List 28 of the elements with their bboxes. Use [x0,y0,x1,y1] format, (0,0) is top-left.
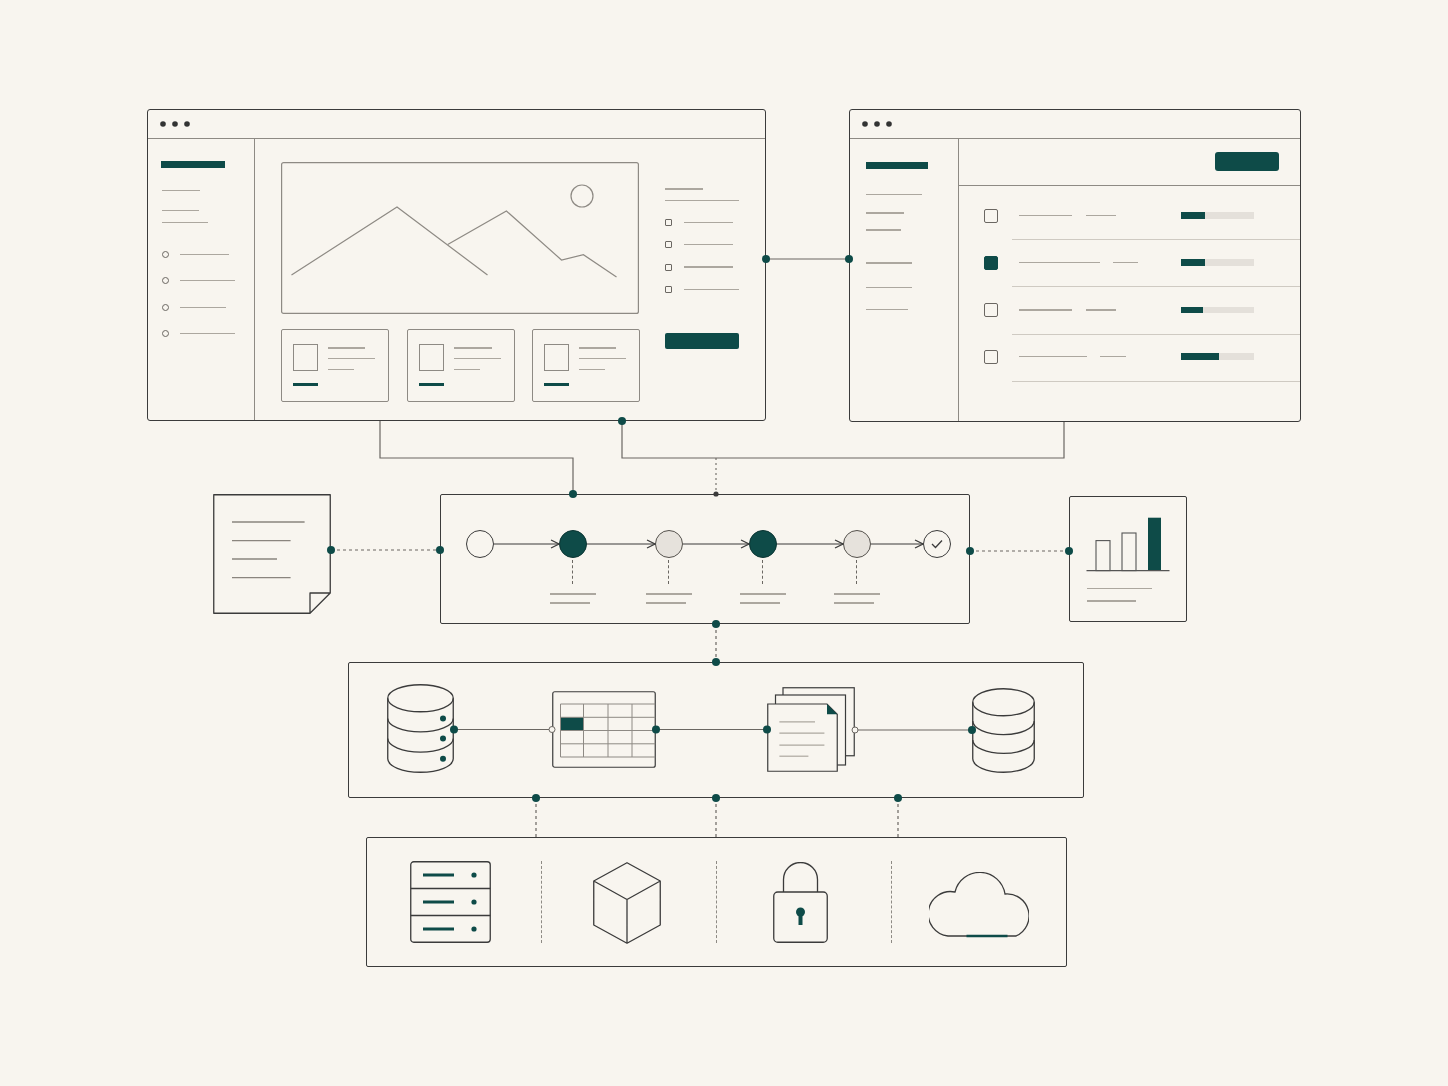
connector-line [851,726,976,734]
panel [366,837,1067,967]
table-grid [551,690,656,768]
connector-line [379,420,577,498]
dashed-connector [966,547,1073,555]
arrow [776,539,844,549]
dashed-connector [327,546,444,554]
browser-window [147,109,766,421]
arrow [682,539,750,549]
dashed-connector [712,794,720,838]
arrow [870,539,924,549]
arrow [586,539,656,549]
connector-line [652,725,771,734]
document-page [213,494,331,614]
connector-line [450,725,556,734]
panel [440,494,970,624]
dashed-connector [712,620,720,666]
document-stack [766,686,855,772]
chart-card [1069,496,1187,622]
arrow [493,539,560,549]
database-cylinder [971,687,1035,773]
connector-line [762,255,853,263]
browser-window [849,109,1301,422]
database-cylinder [386,683,454,773]
panel [348,662,1084,798]
connector-line [715,421,1065,459]
dashed-connector [532,794,540,838]
dashed-connector [894,794,902,838]
